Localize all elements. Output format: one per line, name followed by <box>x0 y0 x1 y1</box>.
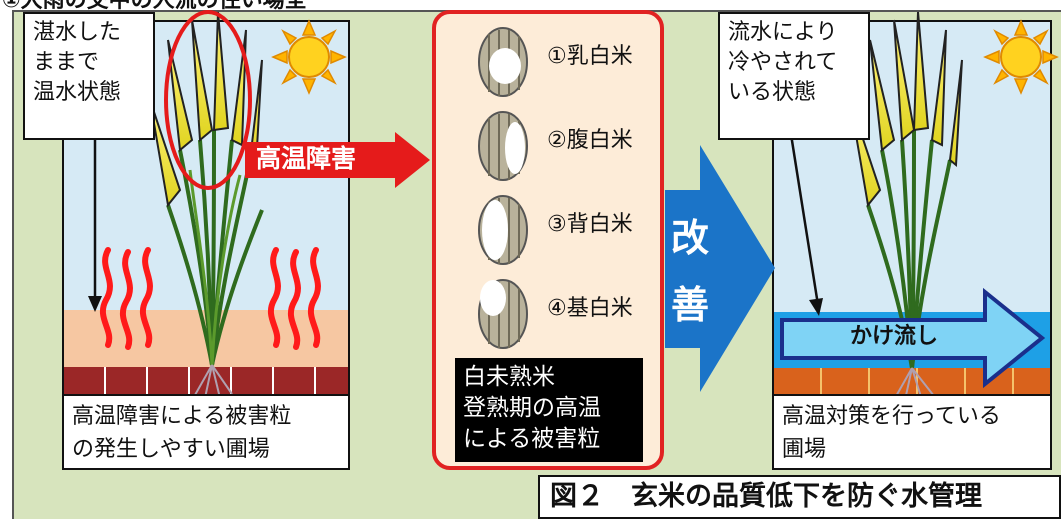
heat-damage-arrow <box>245 132 430 188</box>
grain-caption-text: 白未熟米 登熟期の高温 による被害粒 <box>463 364 601 452</box>
heat-damage-label: 高温障害 <box>256 144 357 173</box>
improve-label-char-1: 改 <box>671 216 710 260</box>
left-ear-highlight <box>164 10 252 190</box>
right-sun-icon <box>983 19 1059 95</box>
grain-label: ②腹白米 <box>547 128 633 153</box>
right-rice-plant <box>849 11 963 401</box>
grain-label: ④基白米 <box>547 296 633 321</box>
left-caption-text: 高温障害による被害粒 の発生しやすい圃場 <box>72 404 292 462</box>
grain-item: ①乳白米 <box>475 20 655 100</box>
figure-title-text: 図２ 玄米の品質低下を防ぐ水管理 <box>550 481 982 512</box>
heat-waves-icon <box>99 247 321 350</box>
left-callout-text: 湛水した ままで 温水状態 <box>33 20 122 105</box>
improve-arrow <box>665 145 775 392</box>
left-rice-plant <box>149 11 264 399</box>
white-back-grain-icon <box>478 195 528 265</box>
grain-label: ③背白米 <box>547 212 633 237</box>
flow-arrow <box>780 287 1046 389</box>
milky-white-grain-icon <box>478 27 528 97</box>
right-caption-box: 高温対策を行っている 圃場 <box>772 394 1052 470</box>
grain-caption-box: 白未熟米 登熟期の高温 による被害粒 <box>455 358 643 462</box>
figure-title-box: 図２ 玄米の品質低下を防ぐ水管理 <box>538 475 1061 519</box>
white-base-grain-icon <box>478 279 528 349</box>
left-caption-box: 高温障害による被害粒 の発生しやすい圃場 <box>62 394 350 470</box>
white-belly-grain-icon <box>478 111 528 181</box>
flow-label: かけ流し <box>850 324 939 349</box>
right-callout-box: 流水により 冷やされて いる状態 <box>718 12 870 140</box>
right-callout-text: 流水により 冷やされて いる状態 <box>728 20 838 105</box>
right-caption-text: 高温対策を行っている 圃場 <box>782 404 1001 462</box>
grain-item: ②腹白米 <box>475 104 655 184</box>
improve-label-char-2: 善 <box>671 283 710 327</box>
grain-item: ③背白米 <box>475 188 655 268</box>
left-callout-box: 湛水した ままで 温水状態 <box>23 12 155 140</box>
grain-item: ④基白米 <box>475 272 655 352</box>
header-title: ①大雨の交中の人流の住い場全 <box>2 0 307 13</box>
right-callout-pointer <box>788 127 820 306</box>
grain-label: ①乳白米 <box>547 44 633 69</box>
left-sun-icon <box>271 19 347 95</box>
